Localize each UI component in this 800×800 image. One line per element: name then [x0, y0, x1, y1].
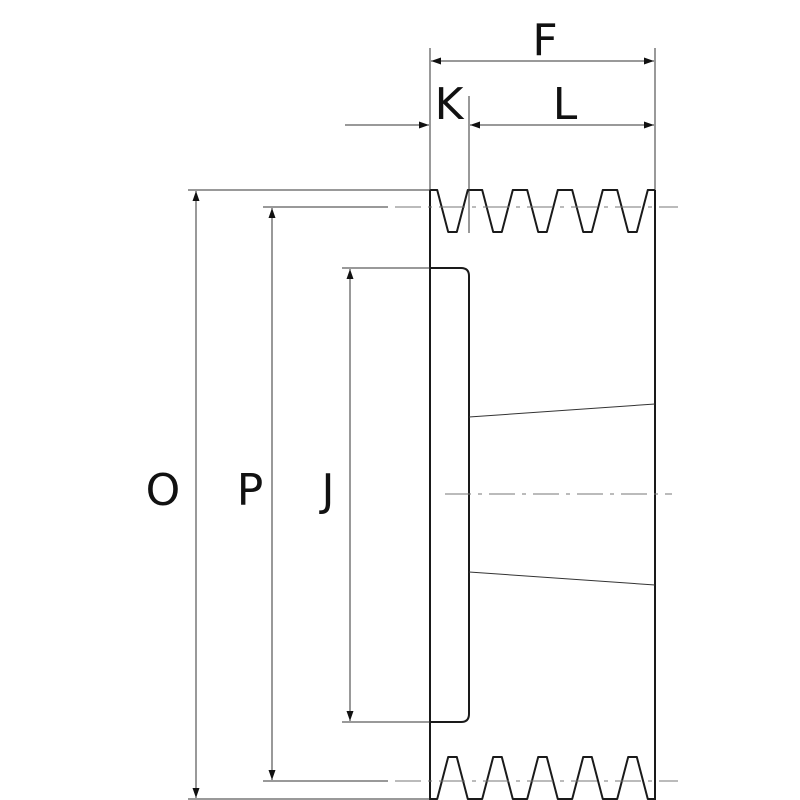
extension-lines — [188, 48, 656, 800]
bore-upper-line — [468, 403, 656, 418]
dimension-labels: F K L O P J — [146, 15, 578, 516]
top-groove-profile — [430, 189, 655, 233]
label-j: J — [319, 465, 335, 516]
label-l: L — [553, 79, 578, 130]
label-k: K — [435, 79, 465, 130]
taper-bore — [468, 403, 656, 586]
label-p: P — [237, 465, 264, 516]
center-lines — [395, 206, 678, 782]
dimension-lines — [192, 57, 654, 798]
pulley-outline — [429, 189, 656, 800]
bore-lower-line — [468, 571, 656, 586]
bottom-groove-profile — [430, 756, 655, 800]
label-o: O — [146, 465, 181, 516]
label-f: F — [532, 15, 557, 66]
hub-recess — [430, 267, 470, 723]
